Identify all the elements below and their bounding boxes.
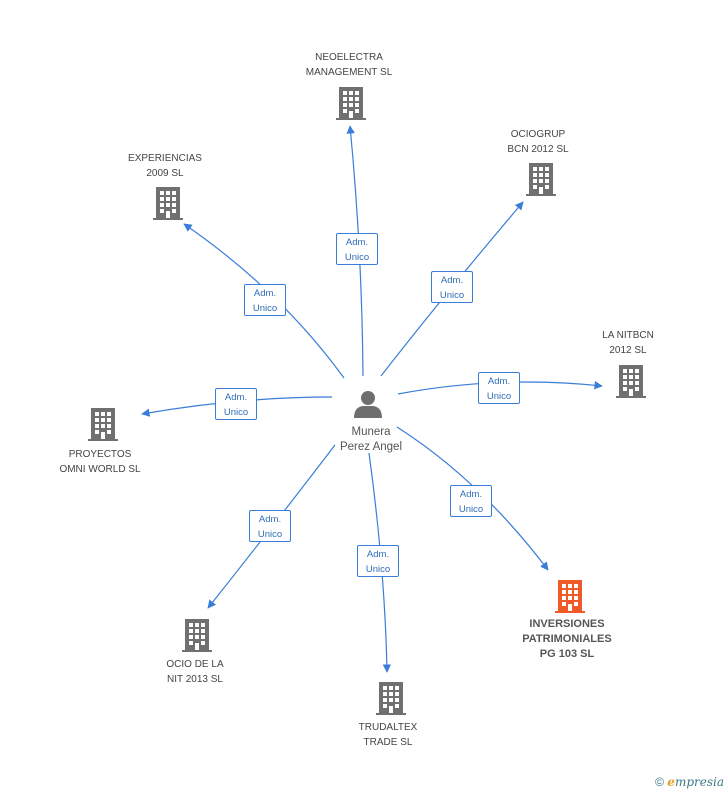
center-name-line2: Perez Angel — [339, 441, 402, 453]
company-name-line2: OMNI WORLD SL — [59, 464, 141, 475]
relation-label-line2: Unico — [439, 290, 465, 301]
company-name-line1: NEOELECTRA — [315, 52, 383, 63]
relation-badge-ociogrup[interactable]: Adm. Unico — [431, 271, 473, 303]
relation-label-line2: Unico — [365, 564, 391, 575]
company-name-line2: 2012 SL — [609, 345, 647, 356]
relation-label-line2: Unico — [344, 252, 370, 263]
company-label-neoelectra[interactable]: NEOELECTRA MANAGEMENT SL — [274, 50, 424, 80]
center-name-line1: Munera — [351, 426, 391, 438]
relation-label-line1: Adm. — [258, 514, 282, 525]
company-label-inversiones[interactable]: INVERSIONES PATRIMONIALES PG 103 SL — [492, 617, 642, 662]
company-label-experiencias[interactable]: EXPERIENCIAS 2009 SL — [90, 151, 240, 181]
company-name-line2: MANAGEMENT SL — [305, 67, 393, 78]
company-name-line1: TRUDALTEX — [358, 722, 418, 733]
relation-label-line2: Unico — [486, 391, 512, 402]
relation-label-line2: Unico — [458, 504, 484, 515]
company-name-line1: OCIOGRUP — [510, 129, 566, 140]
company-name-line1: PROYECTOS — [68, 449, 132, 460]
brand-initial: e — [667, 775, 675, 789]
center-person-icon[interactable] — [354, 391, 382, 418]
building-icon-neoelectra[interactable] — [336, 87, 366, 120]
company-name-line2: BCN 2012 SL — [507, 144, 569, 155]
brand-logo: empresia — [667, 775, 724, 789]
relation-badge-trudaltex[interactable]: Adm. Unico — [357, 545, 399, 577]
company-label-proyectos[interactable]: PROYECTOS OMNI WORLD SL — [25, 447, 175, 477]
relation-label-line1: Adm. — [345, 237, 369, 248]
relation-badge-lanitbcn[interactable]: Adm. Unico — [478, 372, 520, 404]
company-name-line1: LA NITBCN — [602, 330, 654, 341]
company-label-trudaltex[interactable]: TRUDALTEX TRADE SL — [313, 720, 463, 750]
relation-label-line1: Adm. — [224, 392, 248, 403]
relation-label-line1: Adm. — [366, 549, 390, 560]
relation-label-line2: Unico — [252, 303, 278, 314]
company-label-lanitbcn[interactable]: LA NITBCN 2012 SL — [553, 328, 703, 358]
building-icon-trudaltex[interactable] — [376, 682, 406, 715]
company-name-line1: OCIO DE LA — [166, 659, 224, 670]
company-name-line1: EXPERIENCIAS — [128, 153, 202, 164]
copyright-symbol: © — [655, 775, 664, 789]
relation-label-line1: Adm. — [487, 376, 511, 387]
relation-label-line2: Unico — [257, 529, 283, 540]
building-icon-ocio[interactable] — [182, 619, 212, 652]
relation-badge-experiencias[interactable]: Adm. Unico — [244, 284, 286, 316]
company-label-ocio[interactable]: OCIO DE LA NIT 2013 SL — [120, 657, 270, 687]
building-icon-inversiones[interactable] — [555, 580, 585, 613]
relation-label-line2: Unico — [223, 407, 249, 418]
company-name-line2: 2009 SL — [146, 168, 184, 179]
building-icon-ociogrup[interactable] — [526, 163, 556, 196]
building-icon-experiencias[interactable] — [153, 187, 183, 220]
relation-label-line1: Adm. — [459, 489, 483, 500]
company-label-ociogrup[interactable]: OCIOGRUP BCN 2012 SL — [463, 127, 613, 157]
relation-badge-inversiones[interactable]: Adm. Unico — [450, 485, 492, 517]
relation-badge-proyectos[interactable]: Adm. Unico — [215, 388, 257, 420]
company-name-line2: TRADE SL — [363, 737, 413, 748]
center-person-label[interactable]: Munera Perez Angel — [311, 425, 431, 455]
building-icon-proyectos[interactable] — [88, 408, 118, 441]
building-icon-lanitbcn[interactable] — [616, 365, 646, 398]
footer-brand[interactable]: © empresia — [655, 775, 724, 789]
company-name-line2: PATRIMONIALES — [522, 633, 612, 645]
relation-label-line1: Adm. — [440, 275, 464, 286]
company-name-line3: PG 103 SL — [539, 648, 595, 660]
company-name-line1: INVERSIONES — [529, 618, 605, 630]
company-name-line2: NIT 2013 SL — [167, 674, 223, 685]
brand-name: mpresia — [674, 775, 724, 789]
relation-label-line1: Adm. — [253, 288, 277, 299]
relation-badge-ocio[interactable]: Adm. Unico — [249, 510, 291, 542]
relation-badge-neoelectra[interactable]: Adm. Unico — [336, 233, 378, 265]
